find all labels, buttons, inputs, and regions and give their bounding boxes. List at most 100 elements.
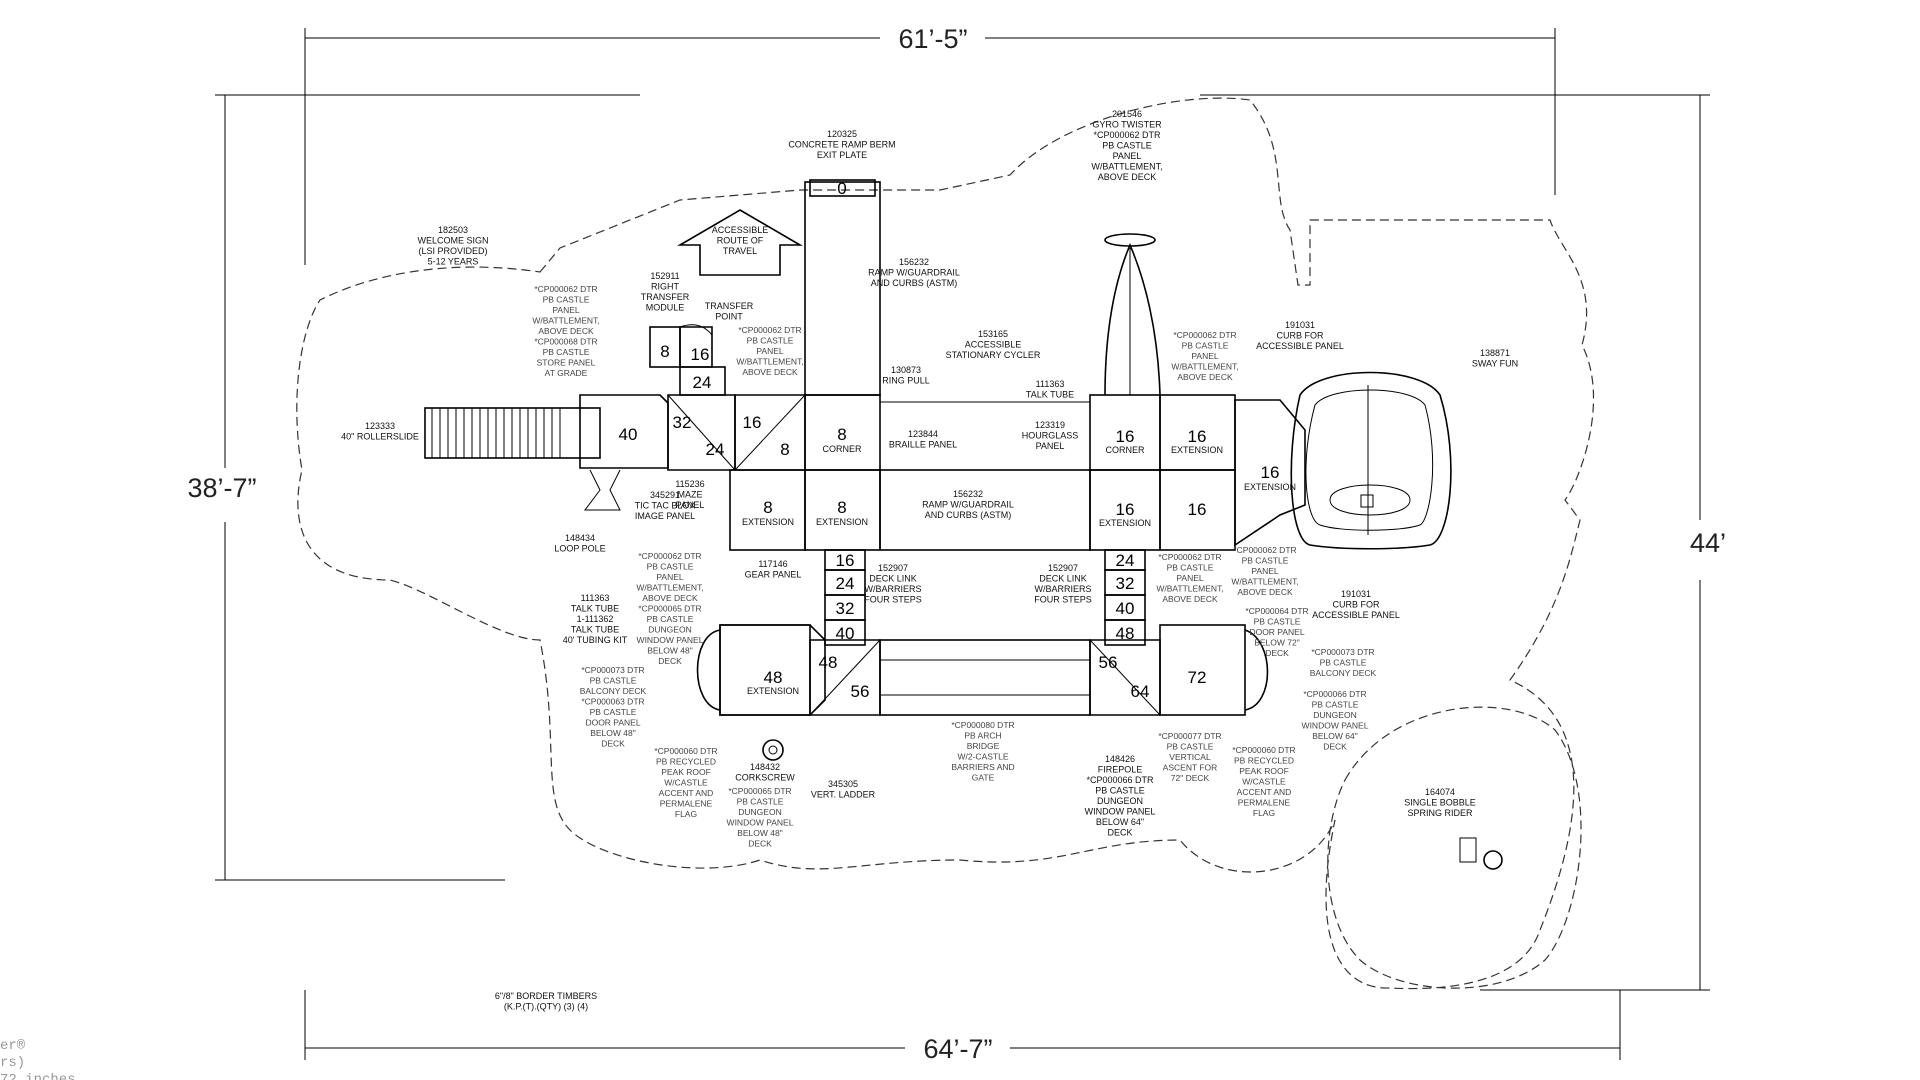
callout-line: AND CURBS (ASTM) <box>925 510 1012 520</box>
callout-line: W/BARRIERS <box>864 584 921 594</box>
callout-line: 148426 <box>1105 754 1135 764</box>
step-right-4: 48 <box>1116 624 1135 643</box>
callout-line: 130873 <box>891 365 921 375</box>
callout-line: (K.P.(T).(QTY) (3) (4) <box>504 1002 588 1012</box>
callout-line: CONCRETE RAMP BERM <box>788 140 895 150</box>
callout-line: 123844 <box>908 429 938 439</box>
deck-56-left: 56 <box>851 682 870 701</box>
dimension-right: 44’ <box>1690 528 1726 558</box>
callout-line: W/BATTLEMENT, <box>1231 577 1298 587</box>
callout-line: ACCESSIBLE PANEL <box>1256 341 1344 351</box>
corner-label-left: CORNER <box>822 444 862 454</box>
callout-line: BELOW 48" <box>737 828 783 838</box>
callout-line: W/2-CASTLE <box>957 752 1008 762</box>
callout-line: DOOR PANEL <box>1249 627 1304 637</box>
deck-16: 16 <box>743 413 762 432</box>
dimension-top: 61’-5” <box>898 24 967 54</box>
callout-line: *CP000062 DTR <box>534 284 597 294</box>
callout-line: FLAG <box>675 809 697 819</box>
corner-label-right: CORNER <box>1105 445 1145 455</box>
step-right-3: 40 <box>1116 599 1135 618</box>
callout-line: PB CASTLE <box>1167 742 1214 752</box>
callout-line: FLAG <box>1253 808 1275 818</box>
accessible-route-arrow <box>677 209 803 276</box>
callout-line: BELOW 64" <box>1096 817 1144 827</box>
callout-line: PERMALENE <box>1238 798 1291 808</box>
deck-type-labels: CORNER EXTENSION EXTENSION CORNER EXTENS… <box>742 444 1296 696</box>
callout-line: SPRING RIDER <box>1407 808 1473 818</box>
callout-line: *CP000066 DTR <box>1086 775 1154 785</box>
callout-line: TALK TUBE <box>571 604 619 614</box>
callout-line: FIREPOLE <box>1098 765 1143 775</box>
callout-line: GATE <box>972 773 995 783</box>
callout-line: TALK TUBE <box>1026 390 1074 400</box>
callout-line: *CP000060 DTR <box>1232 745 1295 755</box>
step-right-2: 32 <box>1116 574 1135 593</box>
callout-line: ABOVE DECK <box>1098 172 1157 182</box>
deck-8: 8 <box>780 440 789 459</box>
callout-line: 111363 <box>581 593 610 603</box>
callout-line: W/BATTLEMENT, <box>532 316 599 326</box>
callout-line: PANEL <box>1176 573 1204 583</box>
callout-line: *CP000062 DTR <box>1158 552 1221 562</box>
callout-line: ACCENT AND <box>659 788 714 798</box>
structure-linework <box>424 179 1503 870</box>
callout-line: EXIT PLATE <box>817 150 867 160</box>
callout-line: BELOW 64" <box>1312 731 1358 741</box>
callout-line: DUNGEON <box>648 625 691 635</box>
ext-deck-16c: 16 <box>1116 500 1135 519</box>
deck-heights: 40 32 24 16 8 8 16 24 0 8 8 8 16 16 16 1… <box>619 179 1280 701</box>
callout-line: POINT <box>715 312 743 322</box>
callout-line: 115236 <box>675 479 704 489</box>
extension-label-2: EXTENSION <box>816 517 868 527</box>
callout-line: HOURGLASS <box>1022 431 1079 441</box>
callout-line: 152907 <box>1048 563 1078 573</box>
callout-line: W/BATTLEMENT, <box>636 583 703 593</box>
callout-line: PB CASTLE <box>1320 658 1367 668</box>
callout-line: SINGLE BOBBLE <box>1404 798 1476 808</box>
callout-line: 117146 <box>758 559 787 569</box>
callout-line: TRANSFER <box>641 292 690 302</box>
play-area-boundary <box>296 97 1595 990</box>
callout-line: PB CASTLE <box>737 797 784 807</box>
callout-line: ACCENT AND <box>1237 787 1292 797</box>
callout-line: ACCESSIBLE <box>965 340 1022 350</box>
spring-rider-zone <box>1327 706 1582 989</box>
deck-48-mid: 48 <box>819 653 838 672</box>
callout-line: ASCENT FOR <box>1163 763 1218 773</box>
corner-deck-16: 16 <box>1116 427 1135 446</box>
callout-line: DECK <box>658 656 682 666</box>
callout-line: AND CURBS (ASTM) <box>871 278 958 288</box>
callout-line: DECK LINK <box>1039 574 1087 584</box>
callout-line: RAMP W/GUARDRAIL <box>922 500 1014 510</box>
callout-line: PB RECYCLED <box>656 757 716 767</box>
callout-line: IMAGE PANEL <box>635 511 695 521</box>
callout-line: AT GRADE <box>545 368 588 378</box>
callout-line: W/BATTLEMENT, <box>1091 162 1162 172</box>
callout-line: 191031 <box>1341 589 1371 599</box>
extension-label-3: EXTENSION <box>1171 445 1223 455</box>
callout-line: PANEL <box>676 500 705 510</box>
callout-line: DUNGEON <box>1313 710 1356 720</box>
callout-line: FOUR STEPS <box>1034 595 1092 605</box>
corner-deck-8: 8 <box>837 425 846 444</box>
step-left-1: 16 <box>836 551 855 570</box>
callout-line: 6"/8" BORDER TIMBERS <box>495 991 597 1001</box>
ext-deck-8b: 8 <box>837 498 846 517</box>
callout-line: W/BATTLEMENT, <box>1171 362 1238 372</box>
callout-line: *CP000062 DTR <box>1093 130 1161 140</box>
callout-line: *CP000073 DTR <box>1311 647 1374 657</box>
callout-line: BRIDGE <box>967 741 1000 751</box>
